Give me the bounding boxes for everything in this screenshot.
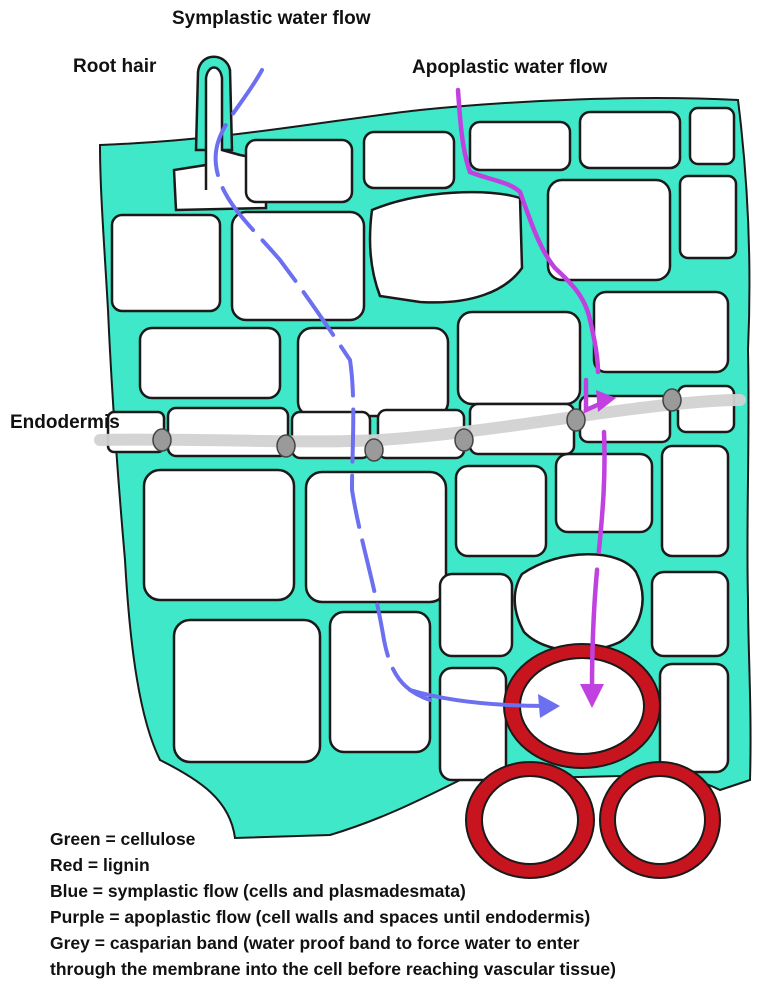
cell xyxy=(364,132,454,188)
cell xyxy=(298,328,448,416)
cell xyxy=(515,554,643,651)
endodermis-cell xyxy=(168,408,288,456)
cell xyxy=(440,668,506,780)
xylem-vessel-lumen xyxy=(615,776,705,864)
cell xyxy=(140,328,280,398)
cell xyxy=(690,108,734,164)
cell xyxy=(144,470,294,600)
cell xyxy=(456,466,546,556)
cell xyxy=(440,574,512,656)
cell xyxy=(112,215,220,311)
legend: Green = cellulose Red = lignin Blue = sy… xyxy=(50,826,616,982)
cell xyxy=(594,292,728,372)
legend-casparian: Grey = casparian band (water proof band … xyxy=(50,930,616,956)
legend-casparian-continued: through the membrane into the cell befor… xyxy=(50,956,616,982)
legend-apoplastic: Purple = apoplastic flow (cell walls and… xyxy=(50,904,616,930)
cell xyxy=(660,664,728,772)
cell xyxy=(662,446,728,556)
apoplastic-flow-label: Apoplastic water flow xyxy=(412,57,607,79)
casparian-node xyxy=(567,409,585,431)
endodermis-label: Endodermis xyxy=(10,412,120,434)
casparian-node xyxy=(153,429,171,451)
legend-cellulose: Green = cellulose xyxy=(50,826,616,852)
casparian-node xyxy=(277,435,295,457)
symplastic-flow-label: Symplastic water flow xyxy=(172,8,371,30)
casparian-node xyxy=(365,439,383,461)
legend-symplastic: Blue = symplastic flow (cells and plasma… xyxy=(50,878,616,904)
cell xyxy=(652,572,728,656)
cell xyxy=(370,192,522,302)
cell xyxy=(548,180,670,280)
cell xyxy=(174,620,320,762)
cell xyxy=(330,612,430,752)
cell xyxy=(680,176,736,258)
casparian-node xyxy=(663,389,681,411)
cell xyxy=(458,312,580,404)
cell xyxy=(580,112,680,168)
cell xyxy=(306,472,446,602)
legend-lignin: Red = lignin xyxy=(50,852,616,878)
cell xyxy=(246,140,352,202)
cell xyxy=(470,122,570,170)
root-hair-label: Root hair xyxy=(73,56,156,78)
casparian-node xyxy=(455,429,473,451)
